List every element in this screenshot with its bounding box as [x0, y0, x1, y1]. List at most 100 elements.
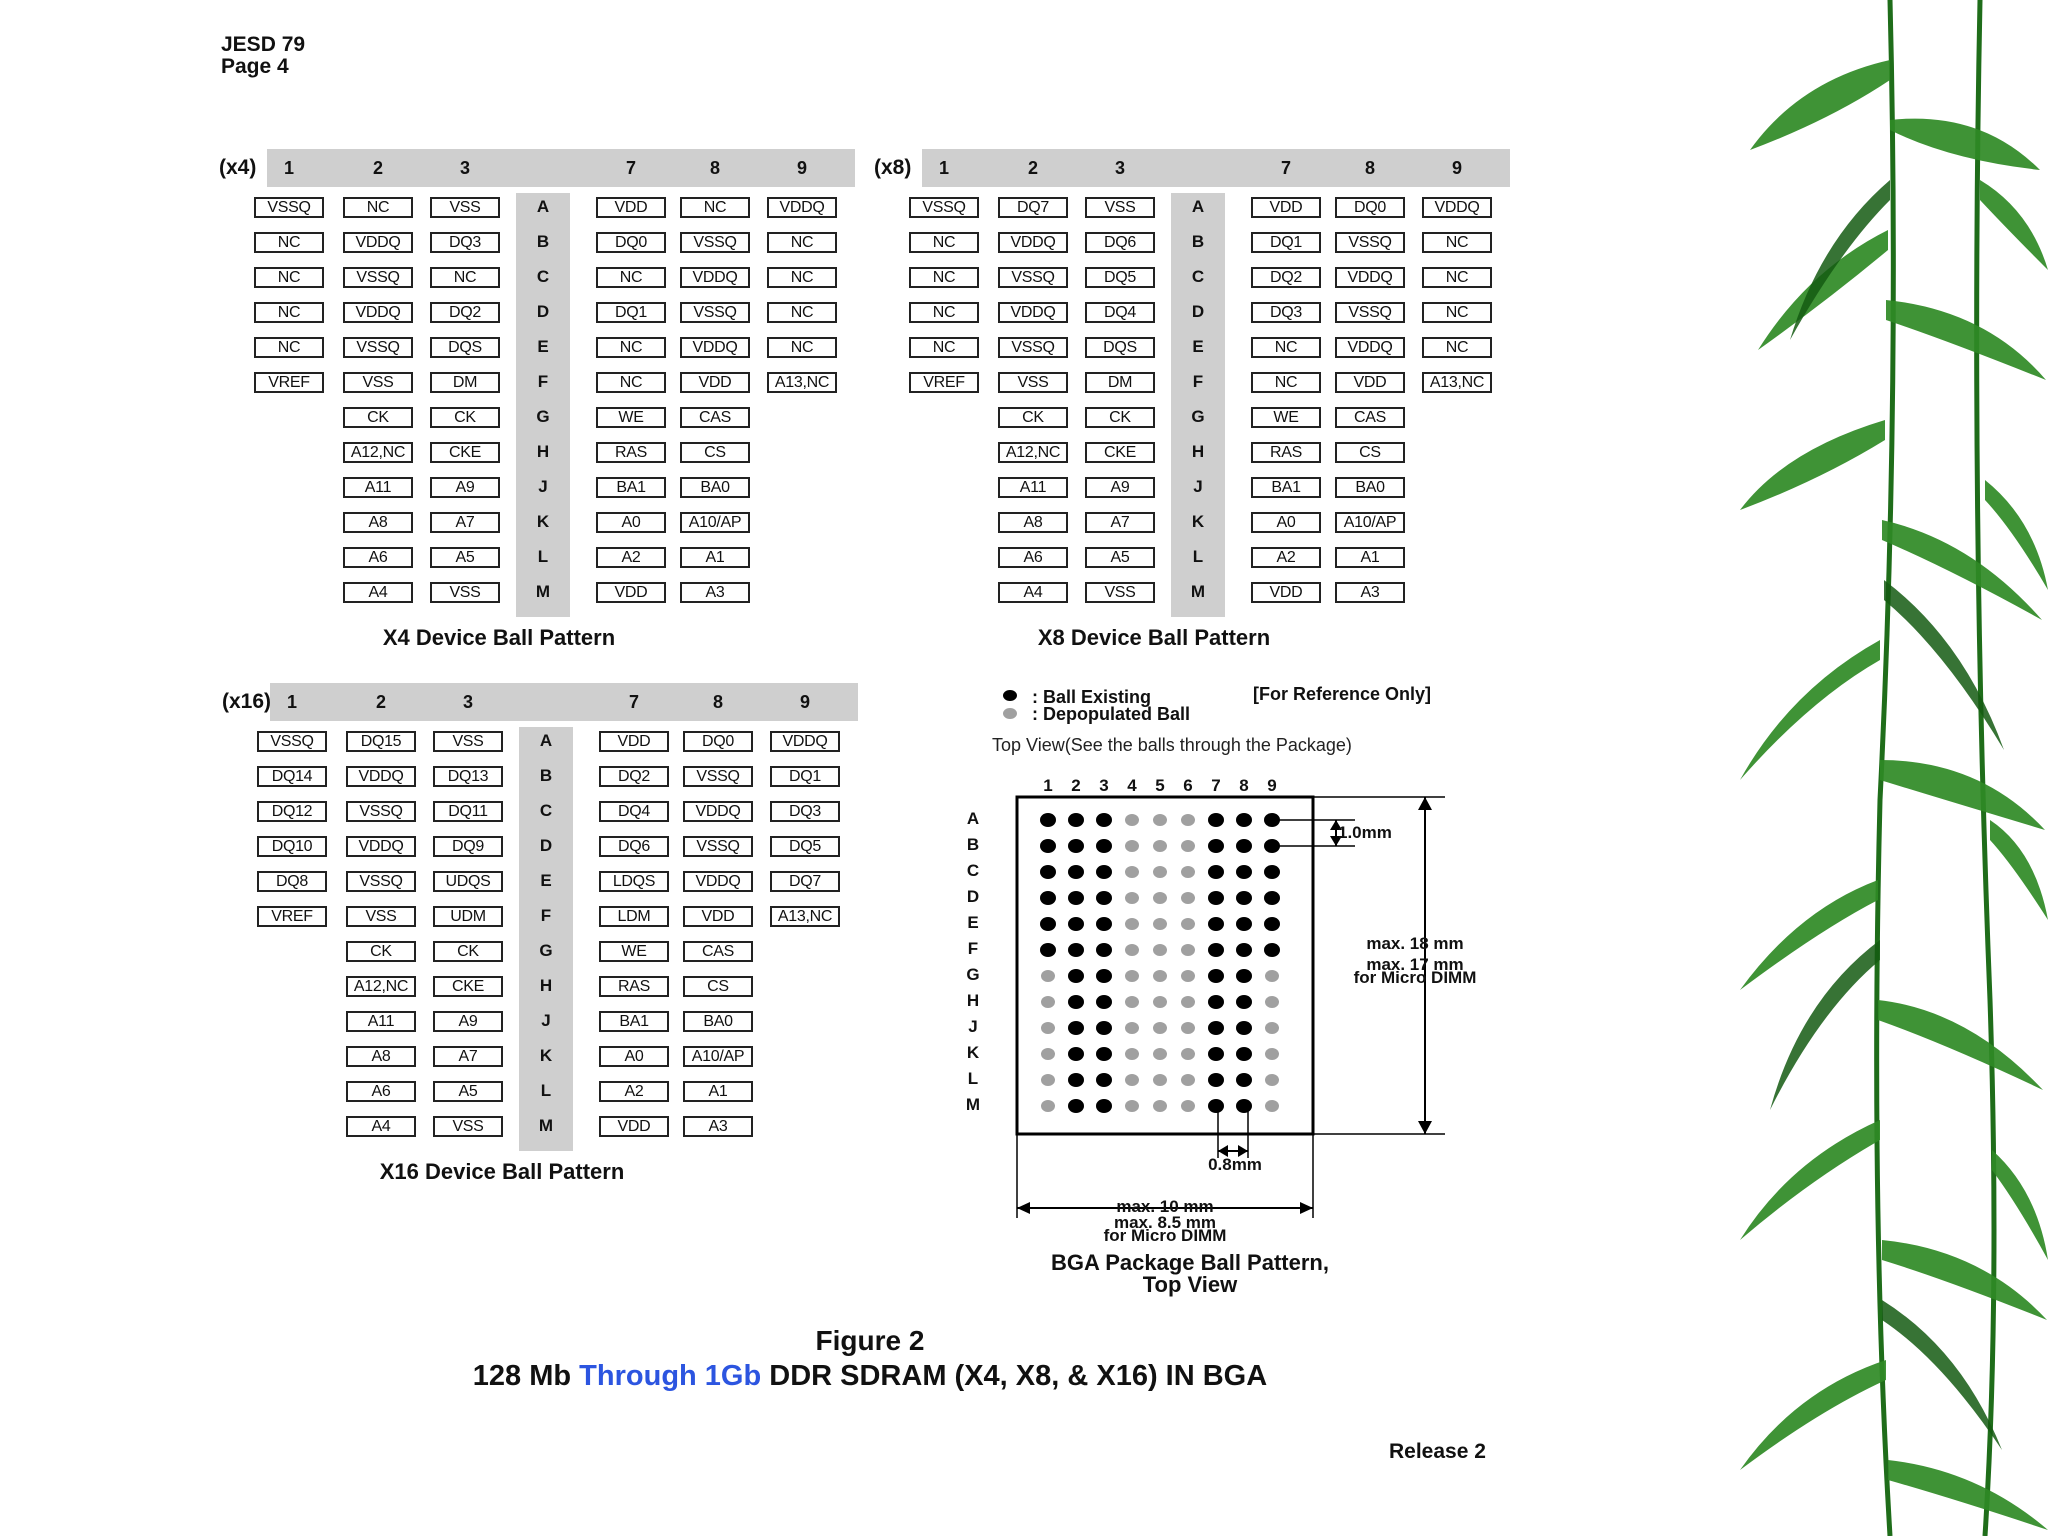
- existing-ball: [1236, 865, 1252, 879]
- x4-pin: A2: [596, 547, 666, 568]
- existing-ball: [1068, 969, 1084, 983]
- pin-label: DQ3: [789, 803, 821, 820]
- x8-pin: BA0: [1335, 477, 1405, 498]
- pin-label: NC: [703, 199, 727, 216]
- x16-row-letter: E: [540, 871, 552, 890]
- bga-row-letter: B: [966, 835, 980, 854]
- x4-row-letter: C: [536, 267, 550, 286]
- depopulated-ball: [1153, 814, 1167, 826]
- pin-label: BA0: [1355, 479, 1385, 496]
- pin-label: A6: [371, 1083, 391, 1100]
- x8-pin: CK: [1085, 407, 1155, 428]
- pin-label: NC: [619, 374, 643, 391]
- pin-label: BA1: [616, 479, 646, 496]
- depopulated-ball: [1153, 970, 1167, 982]
- pin-label: DQ2: [449, 304, 481, 321]
- pin-label: NC: [1445, 234, 1469, 251]
- x8-pin: A3: [1335, 582, 1405, 603]
- x8-pin: VDD: [1251, 197, 1321, 218]
- bga-drawing: [1015, 795, 1445, 1218]
- depopulated-ball: [1181, 1048, 1195, 1060]
- depopulated-ball: [1265, 970, 1279, 982]
- pin-label: CK: [454, 409, 476, 426]
- pin-label: RAS: [1270, 444, 1302, 461]
- existing-ball: [1236, 995, 1252, 1009]
- existing-ball: [1208, 995, 1224, 1009]
- x8-pin: DQ1: [1251, 232, 1321, 253]
- x8-pin: NC: [909, 337, 979, 358]
- x16-pin: VSSQ: [346, 801, 416, 822]
- depopulated-ball: [1181, 996, 1195, 1008]
- x16-row-letter: A: [539, 731, 553, 750]
- pin-label: VDDQ: [692, 269, 738, 286]
- x8-pin: VSSQ: [998, 267, 1068, 288]
- x16-pin: DQ4: [599, 801, 669, 822]
- pin-label: VDDQ: [779, 199, 825, 216]
- existing-ball: [1208, 969, 1224, 983]
- x16-row-letter: K: [539, 1046, 553, 1065]
- pin-label: CK: [370, 943, 392, 960]
- pin-label: A8: [368, 514, 388, 531]
- bga-row-letter: H: [966, 991, 980, 1010]
- x16-pin: DQ5: [770, 836, 840, 857]
- depopulated-ball: [1125, 1074, 1139, 1086]
- x8-pin: VSSQ: [1335, 232, 1405, 253]
- pin-label: DQ0: [1354, 199, 1386, 216]
- height-label-1: max. 18 mm: [1366, 934, 1464, 953]
- height-arrow-bottom: [1418, 1121, 1432, 1134]
- bga-row-letter: F: [967, 939, 979, 958]
- pin-label: DQ4: [618, 803, 650, 820]
- x16-pin: DQ6: [599, 836, 669, 857]
- pin-label: DQ11: [448, 803, 488, 820]
- pin-label: CAS: [699, 409, 731, 426]
- pin-label: VSSQ: [696, 838, 740, 855]
- pin-label: A12,NC: [1005, 444, 1061, 461]
- x4-col-number: 8: [709, 158, 720, 178]
- pin-label: DQ3: [449, 234, 481, 251]
- pin-label: DQ0: [702, 733, 734, 750]
- bga-caption-1: BGA Package Ball Pattern,: [1051, 1250, 1329, 1275]
- x8-pin: CS: [1335, 442, 1405, 463]
- width-label-3: for Micro DIMM: [1103, 1226, 1227, 1245]
- pin-label: VDDQ: [692, 339, 738, 356]
- pin-label: VSSQ: [922, 199, 966, 216]
- pin-label: DQ2: [1270, 269, 1302, 286]
- x16-pin: RAS: [599, 976, 669, 997]
- pin-label: A4: [368, 584, 388, 601]
- existing-ball: [1208, 943, 1224, 957]
- col-pitch-arrow-left: [1218, 1145, 1228, 1157]
- pin-label: VSS: [452, 733, 484, 750]
- x16-row-letter: M: [538, 1116, 554, 1135]
- bga-row-letter: J: [968, 1017, 978, 1036]
- x16-pin: VSS: [346, 906, 416, 927]
- x8-pin: VDDQ: [1335, 267, 1405, 288]
- pin-label: NC: [790, 304, 814, 321]
- pin-label: A3: [1360, 584, 1380, 601]
- doc-std-label: JESD 79: [221, 33, 306, 56]
- pin-label: CS: [704, 444, 726, 461]
- existing-ball: [1208, 813, 1224, 827]
- x16-pin: LDQS: [599, 871, 669, 892]
- x8-pin: DQ5: [1085, 267, 1155, 288]
- pin-label: A0: [624, 1048, 644, 1065]
- x8-row-letter: J: [1193, 477, 1203, 496]
- depopulated-ball: [1153, 1100, 1167, 1112]
- x16-pin: VSS: [433, 731, 503, 752]
- depopulated-ball: [1153, 1074, 1167, 1086]
- depopulated-ball: [1125, 918, 1139, 930]
- x4-pin: NC: [767, 302, 837, 323]
- x8-row-letter: E: [1192, 337, 1204, 356]
- existing-ball: [1208, 1047, 1224, 1061]
- x8-pin: A13,NC: [1422, 372, 1492, 393]
- x16-col-number: 3: [462, 692, 473, 712]
- x16-pin: DQ14: [257, 766, 327, 787]
- x4-col-number: 1: [283, 158, 294, 178]
- existing-ball: [1096, 917, 1112, 931]
- pin-label: DM: [1107, 374, 1133, 391]
- x4-pin: VSSQ: [680, 302, 750, 323]
- x16-pin: LDM: [599, 906, 669, 927]
- x16-pin: VDD: [683, 906, 753, 927]
- pin-label: DQ1: [789, 768, 821, 785]
- x8-pin: A8: [998, 512, 1068, 533]
- pin-label: NC: [1445, 339, 1469, 356]
